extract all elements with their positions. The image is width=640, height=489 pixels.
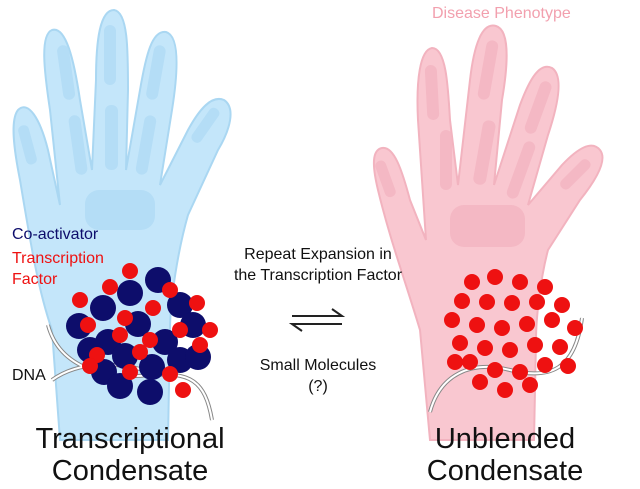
coactivator-particle bbox=[107, 373, 133, 399]
transcription-factor-particle bbox=[145, 300, 161, 316]
transcription-factor-particle bbox=[497, 382, 513, 398]
transcription-factor-particle bbox=[117, 310, 133, 326]
transcription-factor-particle bbox=[462, 354, 478, 370]
transcription-factor-particle bbox=[560, 358, 576, 374]
transcription-factor-particle bbox=[502, 342, 518, 358]
transcription-factor-particle bbox=[464, 274, 480, 290]
transcription-factor-particle bbox=[452, 335, 468, 351]
dna-strand-icon bbox=[429, 317, 583, 413]
transcription-factor-label: Transcription bbox=[12, 250, 104, 267]
figure-title: Disease Phenotype bbox=[432, 5, 571, 22]
transcription-factor-particle bbox=[189, 295, 205, 311]
transcription-factor-particle bbox=[537, 357, 553, 373]
coactivator-particle bbox=[137, 379, 163, 405]
transcription-factor-particle bbox=[175, 382, 191, 398]
transcription-factor-particle bbox=[192, 337, 208, 353]
transcriptional-condensate bbox=[66, 263, 218, 405]
transcription-factor-particle bbox=[72, 292, 88, 308]
transcription-factor-particle bbox=[202, 322, 218, 338]
transcription-factor-particle bbox=[554, 297, 570, 313]
left-caption-line1: Transcriptional bbox=[35, 423, 225, 455]
transcription-factor-particle bbox=[122, 364, 138, 380]
coactivator-particle bbox=[90, 295, 116, 321]
transcription-factor-particle bbox=[447, 354, 463, 370]
transcription-factor-particle bbox=[494, 320, 510, 336]
forward-condition-line2: the Transcription Factor bbox=[233, 267, 403, 284]
transcription-factor-particle bbox=[512, 274, 528, 290]
transcription-factor-particle bbox=[544, 312, 560, 328]
transcription-factor-particle bbox=[567, 320, 583, 336]
equilibrium-arrows-icon bbox=[288, 308, 346, 332]
transcription-factor-particle bbox=[82, 358, 98, 374]
coactivator-label: Co-activator bbox=[12, 226, 99, 243]
right-caption-line2: Condensate bbox=[426, 455, 584, 487]
reverse-condition-line1: Small Molecules bbox=[259, 357, 377, 374]
transcription-factor-particle bbox=[477, 340, 493, 356]
transcription-factor-particle bbox=[80, 317, 96, 333]
transcription-factor-particle bbox=[472, 374, 488, 390]
transcription-factor-particle bbox=[162, 366, 178, 382]
transcription-factor-particle bbox=[172, 322, 188, 338]
transcription-factor-particle bbox=[479, 294, 495, 310]
unblended-condensate bbox=[444, 269, 583, 398]
transcription-factor-particle bbox=[537, 279, 553, 295]
coactivator-particle bbox=[152, 329, 178, 355]
transcription-factor-particle bbox=[112, 327, 128, 343]
right-caption-line1: Unblended bbox=[434, 423, 576, 455]
transcription-factor-particle bbox=[519, 316, 535, 332]
transcription-factor-particle bbox=[522, 377, 538, 393]
transcription-factor-particle bbox=[504, 295, 520, 311]
transcription-factor-particle bbox=[132, 344, 148, 360]
transcription-factor-particle bbox=[487, 362, 503, 378]
forward-condition-line1: Repeat Expansion in bbox=[244, 246, 392, 263]
coactivator-particle bbox=[117, 280, 143, 306]
dna-label: DNA bbox=[12, 367, 46, 384]
transcription-factor-particle bbox=[444, 312, 460, 328]
reverse-condition-line2: (?) bbox=[308, 378, 328, 395]
transcription-factor-particle bbox=[142, 332, 158, 348]
coactivator-particle bbox=[167, 292, 193, 318]
transcription-factor-particle bbox=[162, 282, 178, 298]
coactivator-particle bbox=[139, 354, 165, 380]
disease-hand-icon bbox=[372, 24, 604, 441]
transcription-factor-particle bbox=[454, 293, 470, 309]
transcription-factor-label-line2: Factor bbox=[12, 271, 58, 288]
transcription-factor-particle bbox=[527, 337, 543, 353]
left-caption-line2: Condensate bbox=[51, 455, 209, 487]
transcription-factor-particle bbox=[487, 269, 503, 285]
transcription-factor-particle bbox=[469, 317, 485, 333]
transcription-factor-particle bbox=[552, 339, 568, 355]
transcription-factor-particle bbox=[512, 364, 528, 380]
coactivator-particle bbox=[112, 343, 138, 369]
transcription-factor-particle bbox=[102, 279, 118, 295]
transcription-factor-particle bbox=[122, 263, 138, 279]
transcription-factor-particle bbox=[529, 294, 545, 310]
